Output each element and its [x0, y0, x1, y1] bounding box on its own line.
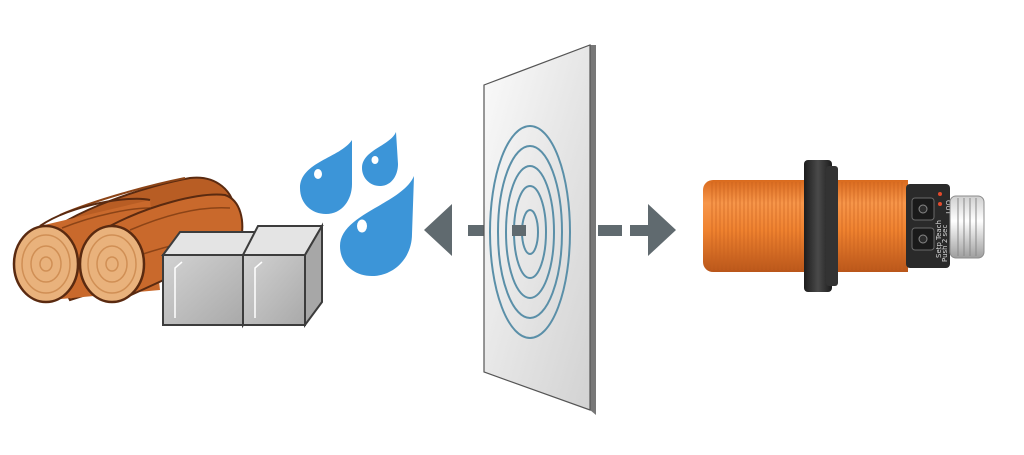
water-drop-icon: [300, 140, 352, 214]
arrow-right: [598, 204, 676, 256]
sensor-label-setp: Setp: [935, 242, 943, 258]
sensor-led-label: OUT: [944, 200, 952, 216]
water-drops: [300, 132, 414, 276]
water-drop-icon: [362, 132, 398, 186]
sensor-threads: [711, 182, 903, 270]
sensor-label-push: Push 2 sec: [941, 225, 949, 262]
sensor-label-teach: Teach: [935, 220, 943, 241]
led-indicator: [938, 202, 942, 206]
sensing-rings: [489, 125, 571, 339]
connector-threads: [957, 198, 977, 256]
led-indicator: [938, 192, 942, 196]
sensing-surface-icon: [483, 44, 596, 415]
capacitive-sensor-icon: OUT Setp Teach Push 2 sec: [703, 160, 985, 292]
block-icon: [241, 222, 324, 329]
water-drop-icon: [340, 176, 414, 276]
stone-blocks: [161, 222, 324, 329]
